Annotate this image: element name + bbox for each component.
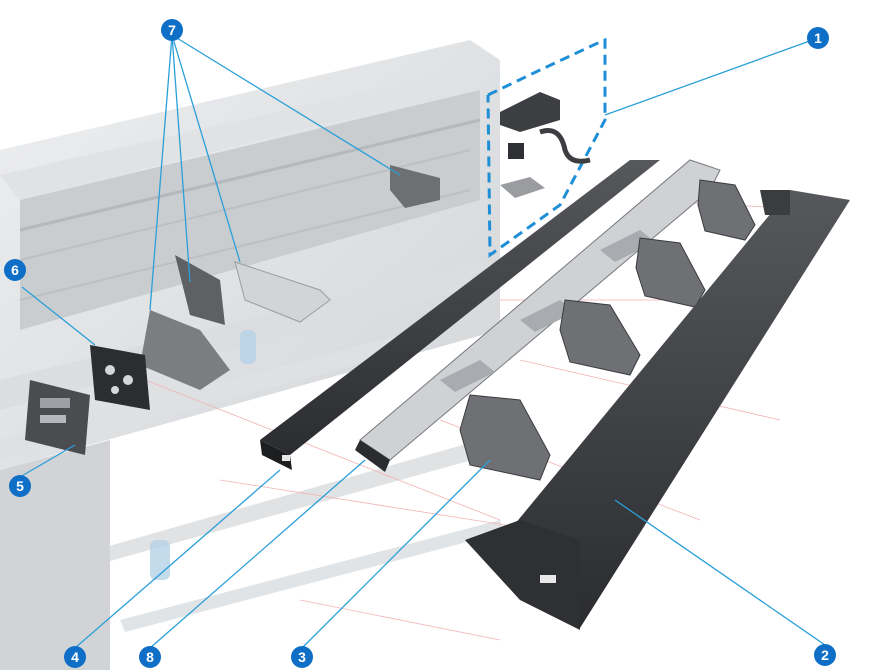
part-5-board bbox=[25, 380, 90, 455]
callout-circle bbox=[807, 27, 829, 49]
callout-circle bbox=[9, 475, 31, 497]
callout-label: 1 bbox=[814, 30, 822, 46]
callout-label: 5 bbox=[16, 478, 24, 494]
leader-lines bbox=[19, 34, 826, 649]
callout-5: 5 bbox=[9, 475, 31, 497]
callout-label: 8 bbox=[146, 649, 154, 665]
callout-label: 2 bbox=[821, 647, 829, 663]
callout-circle bbox=[161, 19, 183, 41]
callout-group: 1 2 3 4 5 6 7 8 bbox=[4, 19, 836, 668]
callout-circle bbox=[64, 646, 86, 668]
callout-label: 4 bbox=[71, 649, 79, 665]
callout-label: 6 bbox=[11, 262, 19, 278]
callout-label: 3 bbox=[298, 649, 306, 665]
part-6-board bbox=[90, 345, 150, 410]
part-2-rail bbox=[465, 190, 850, 630]
callout-circle bbox=[4, 259, 26, 281]
part-4-cover bbox=[260, 160, 660, 470]
callout-2: 2 bbox=[814, 644, 836, 666]
callout-8: 8 bbox=[139, 646, 161, 668]
callout-6: 6 bbox=[4, 259, 26, 281]
part-7-brackets bbox=[140, 165, 440, 390]
callout-label: 7 bbox=[168, 22, 176, 38]
callout-3: 3 bbox=[291, 646, 313, 668]
callout-7: 7 bbox=[161, 19, 183, 41]
callout-circle bbox=[139, 646, 161, 668]
callout-circle bbox=[814, 644, 836, 666]
part-3-holders bbox=[459, 179, 756, 481]
printer-background bbox=[0, 40, 505, 670]
callout-4: 4 bbox=[64, 646, 86, 668]
part-1-assembly bbox=[486, 37, 607, 258]
callout-circle bbox=[291, 646, 313, 668]
part-8-tube-rail bbox=[355, 159, 721, 472]
callout-1: 1 bbox=[807, 27, 829, 49]
